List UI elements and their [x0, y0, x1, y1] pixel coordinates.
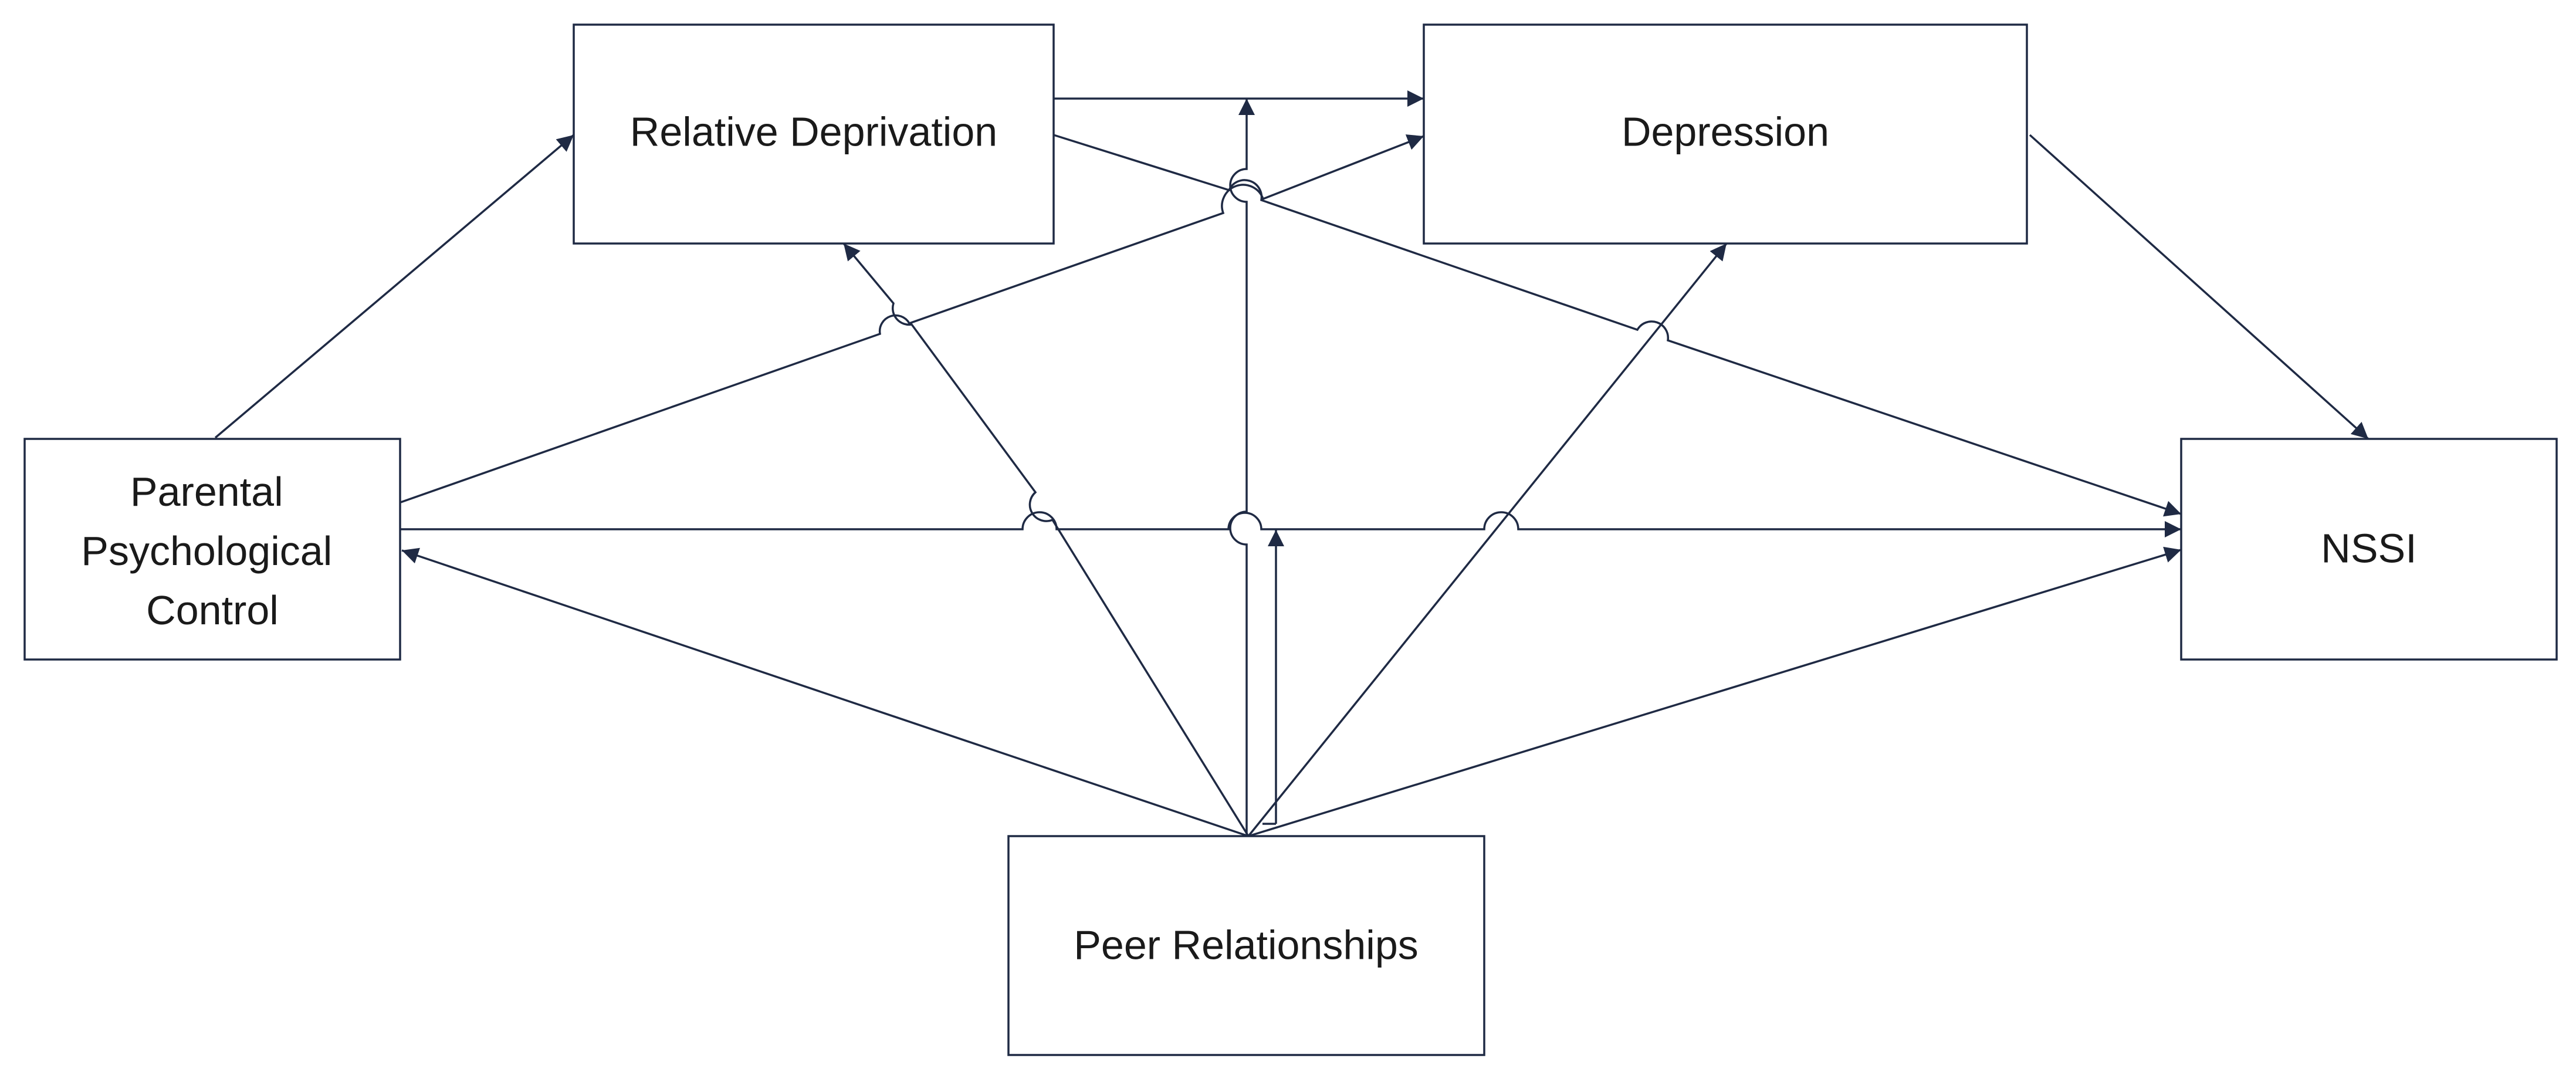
edge-peer-to-relative-deprivation	[842, 242, 1250, 837]
edges	[214, 90, 2369, 837]
edge-peer-moderates-rd-depression	[1229, 99, 1255, 836]
node-parental-psychological-control: Parental Psychological Control	[23, 438, 401, 661]
edge-parental-to-nssi	[401, 511, 2181, 537]
node-peer-relationships-box	[1007, 835, 1485, 1056]
edge-parental-to-relative-deprivation	[214, 134, 575, 439]
edge-peer-to-parental	[401, 547, 1249, 837]
edge-peer-to-nssi	[1248, 546, 2182, 837]
node-nssi: NSSI	[2180, 438, 2558, 661]
node-depression-box	[1423, 23, 2028, 245]
node-peer-relationships-label: Peer Relationships	[1074, 922, 1419, 968]
node-nssi-box	[2180, 438, 2558, 661]
node-relative-deprivation-box	[573, 23, 1055, 245]
edge-relative-deprivation-to-nssi	[1053, 134, 2182, 517]
node-depression: Depression	[1423, 23, 2028, 245]
node-relative-deprivation-label: Relative Deprivation	[630, 109, 997, 154]
node-nssi-label: NSSI	[2321, 525, 2416, 571]
edge-parental-to-depression	[400, 134, 1424, 503]
node-relative-deprivation: Relative Deprivation	[573, 23, 1055, 245]
node-depression-label: Depression	[1622, 109, 1829, 154]
node-parental-line-3: Control	[146, 587, 279, 633]
node-parental-psychological-control-label: Parental Psychological Control	[81, 469, 343, 633]
node-parental-line-1: Parental	[130, 469, 283, 515]
node-parental-line-2: Psychological	[81, 528, 332, 574]
node-parental-psychological-control-box	[23, 438, 401, 661]
edge-depression-to-nssi	[2029, 134, 2369, 440]
node-peer-relationships: Peer Relationships	[1007, 835, 1485, 1056]
edge-peer-to-depression	[1247, 242, 1728, 837]
